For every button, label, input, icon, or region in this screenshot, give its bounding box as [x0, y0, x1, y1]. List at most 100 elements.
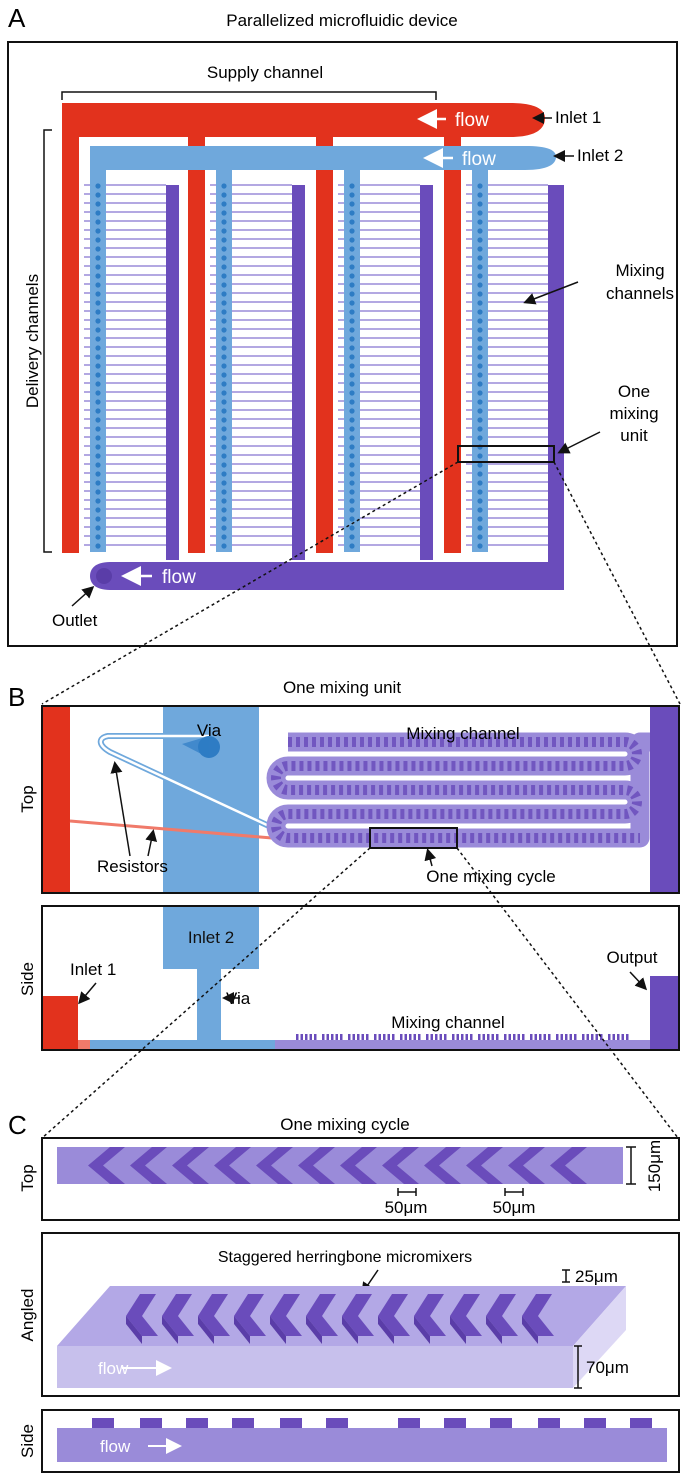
- via-dot-small: [349, 363, 355, 369]
- panel-c-side-frame: [41, 1409, 680, 1473]
- panel-c-letter: C: [8, 1110, 27, 1140]
- dim-25-label: 25μm: [575, 1267, 618, 1286]
- via-dot-small: [221, 543, 227, 549]
- via-dot-small: [221, 336, 227, 342]
- ridge-block: [186, 1418, 208, 1428]
- dim-50-label-2: 50μm: [493, 1198, 536, 1217]
- via-dot-small: [477, 345, 483, 351]
- via-dot-small: [477, 192, 483, 198]
- via-dot-small: [221, 318, 227, 324]
- via-dot-small: [95, 327, 101, 333]
- via-dot-small: [221, 228, 227, 234]
- via-dot-small: [477, 183, 483, 189]
- via-dot-small: [349, 444, 355, 450]
- herring-tick: [452, 1034, 455, 1040]
- panel-b-letter: B: [8, 682, 25, 712]
- via-dot-small: [349, 273, 355, 279]
- ridge-top: [450, 1294, 482, 1336]
- collector-2: [292, 185, 305, 560]
- chevron: [298, 1147, 335, 1184]
- via-dot-small: [95, 210, 101, 216]
- herring-tick: [400, 1034, 403, 1040]
- mixing-channels-pointer: [523, 281, 579, 305]
- ridge-top: [522, 1294, 554, 1336]
- chevron: [340, 1147, 377, 1184]
- herring-tick: [582, 1034, 585, 1040]
- via-dot-small: [221, 219, 227, 225]
- collector-1: [166, 185, 179, 560]
- via-dot-small: [349, 417, 355, 423]
- mixing-channels-label-1: Mixing: [615, 261, 664, 280]
- via-dot-small: [477, 318, 483, 324]
- dim-50-bracket-2: [504, 1188, 524, 1196]
- panel-a: A Parallelized microfluidic device Suppl…: [7, 3, 681, 705]
- via-dot-small: [349, 354, 355, 360]
- via-dot-small: [477, 534, 483, 540]
- inlet1-label: Inlet 1: [555, 108, 601, 127]
- ridge-block: [444, 1418, 466, 1428]
- via-dot-small: [221, 399, 227, 405]
- ridge-side: [522, 1316, 538, 1344]
- chevron: [382, 1147, 419, 1184]
- ridge-side: [234, 1316, 250, 1344]
- side-herringbone-ticks: [296, 1034, 629, 1040]
- herring-tick: [309, 1034, 312, 1040]
- resistor-red-line: [69, 819, 285, 841]
- herring-tick: [496, 1034, 499, 1040]
- delivery-channel-2: [188, 103, 205, 553]
- via-dot-small: [221, 444, 227, 450]
- angled-flow-label: flow: [98, 1359, 129, 1378]
- herring-tick: [366, 1034, 369, 1040]
- ridge-top: [126, 1294, 158, 1336]
- via-dot-small: [349, 426, 355, 432]
- outlet-label: Outlet: [52, 611, 98, 630]
- via-dot-small: [349, 300, 355, 306]
- via-dot-small: [95, 453, 101, 459]
- ridge-side: [126, 1316, 142, 1344]
- chevron: [550, 1147, 587, 1184]
- via-dot-small: [349, 183, 355, 189]
- dim-50-bracket-1: [397, 1188, 417, 1196]
- panel-b-title: One mixing unit: [283, 678, 401, 697]
- via-dot-small: [95, 363, 101, 369]
- via-dot-small: [221, 255, 227, 261]
- via-dot-small: [477, 363, 483, 369]
- via-dot-small: [349, 534, 355, 540]
- via-dot-small: [477, 462, 483, 468]
- via-shadow: [182, 736, 209, 758]
- via-dot-small: [221, 273, 227, 279]
- ridge-block: [140, 1418, 162, 1428]
- panel-c-side-label: Side: [18, 1424, 37, 1458]
- via-dot-small: [477, 354, 483, 360]
- via-dot-small: [221, 435, 227, 441]
- ridge-block: [398, 1418, 420, 1428]
- panel-b-top-label: Top: [18, 785, 37, 812]
- chevron: [172, 1147, 209, 1184]
- inlet1-label-side: Inlet 1: [70, 960, 116, 979]
- serpentine-herringbones: [271, 737, 642, 843]
- via-dot-small: [95, 435, 101, 441]
- herring-tick: [600, 1034, 603, 1040]
- via-dot-small: [349, 507, 355, 513]
- cycle-top-chevrons: [88, 1147, 587, 1184]
- herring-tick: [595, 1034, 598, 1040]
- panel-b-side-frame: [41, 905, 680, 1051]
- inlet2-label-side: Inlet 2: [188, 928, 234, 947]
- herring-tick: [591, 1034, 594, 1040]
- b-red-channel: [43, 707, 70, 892]
- via-dot-small: [349, 543, 355, 549]
- via-dot-small: [349, 390, 355, 396]
- via-dot-small: [477, 408, 483, 414]
- zoom-line-b-right: [456, 847, 679, 1139]
- herring-tick: [513, 1034, 516, 1040]
- via-dot-small: [95, 444, 101, 450]
- via-dot-small: [95, 264, 101, 270]
- herring-tick: [413, 1034, 416, 1040]
- angled-top-face: [57, 1286, 626, 1346]
- via-dot-small: [95, 516, 101, 522]
- ridge-block: [538, 1418, 560, 1428]
- ridge-block: [630, 1418, 652, 1428]
- herring-tick: [392, 1034, 395, 1040]
- via-dot-small: [349, 516, 355, 522]
- herring-tick: [348, 1034, 351, 1040]
